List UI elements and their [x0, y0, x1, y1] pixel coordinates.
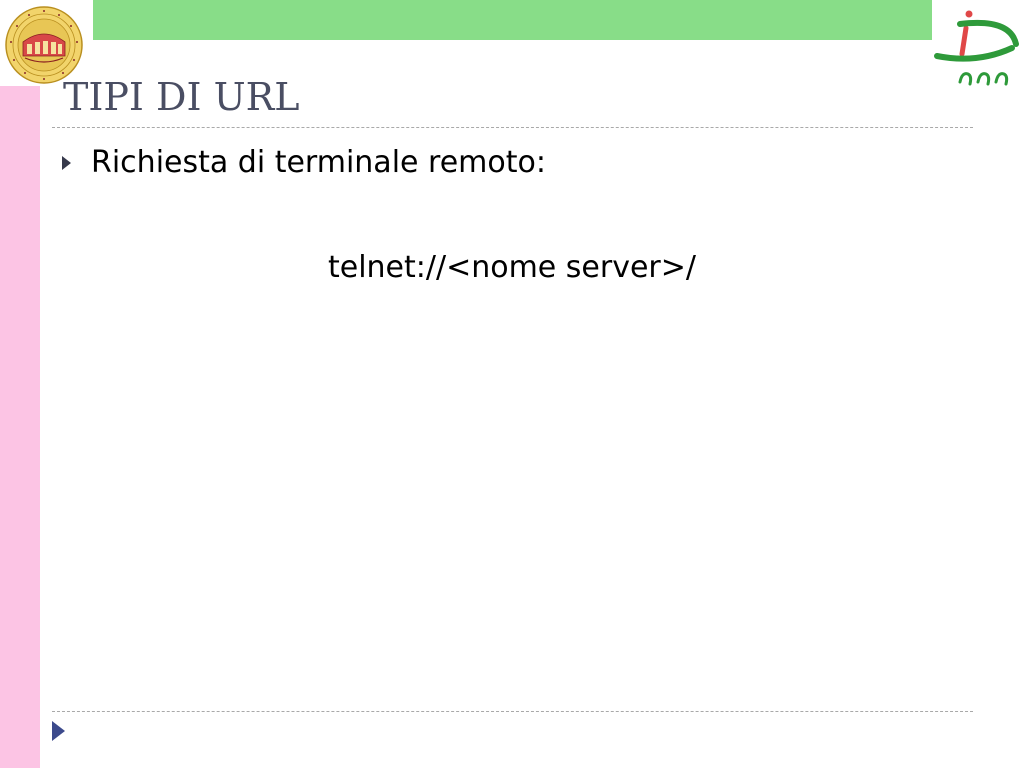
bullet-item: Richiesta di terminale remoto:: [62, 143, 546, 183]
next-slide-arrow-icon[interactable]: [52, 721, 65, 741]
university-seal-icon: [5, 6, 83, 84]
footer-divider: [52, 711, 973, 712]
bullet-arrow-icon: [62, 156, 71, 170]
top-accent-bar: [93, 0, 932, 40]
slide-title: TIPI DI URL: [63, 75, 300, 119]
title-divider: [52, 127, 973, 128]
side-accent-band: [0, 86, 40, 768]
url-example: telnet://<nome server>/: [327, 250, 697, 285]
department-logo-icon: [934, 10, 1019, 86]
bullet-text: Richiesta di terminale remoto:: [91, 145, 546, 180]
